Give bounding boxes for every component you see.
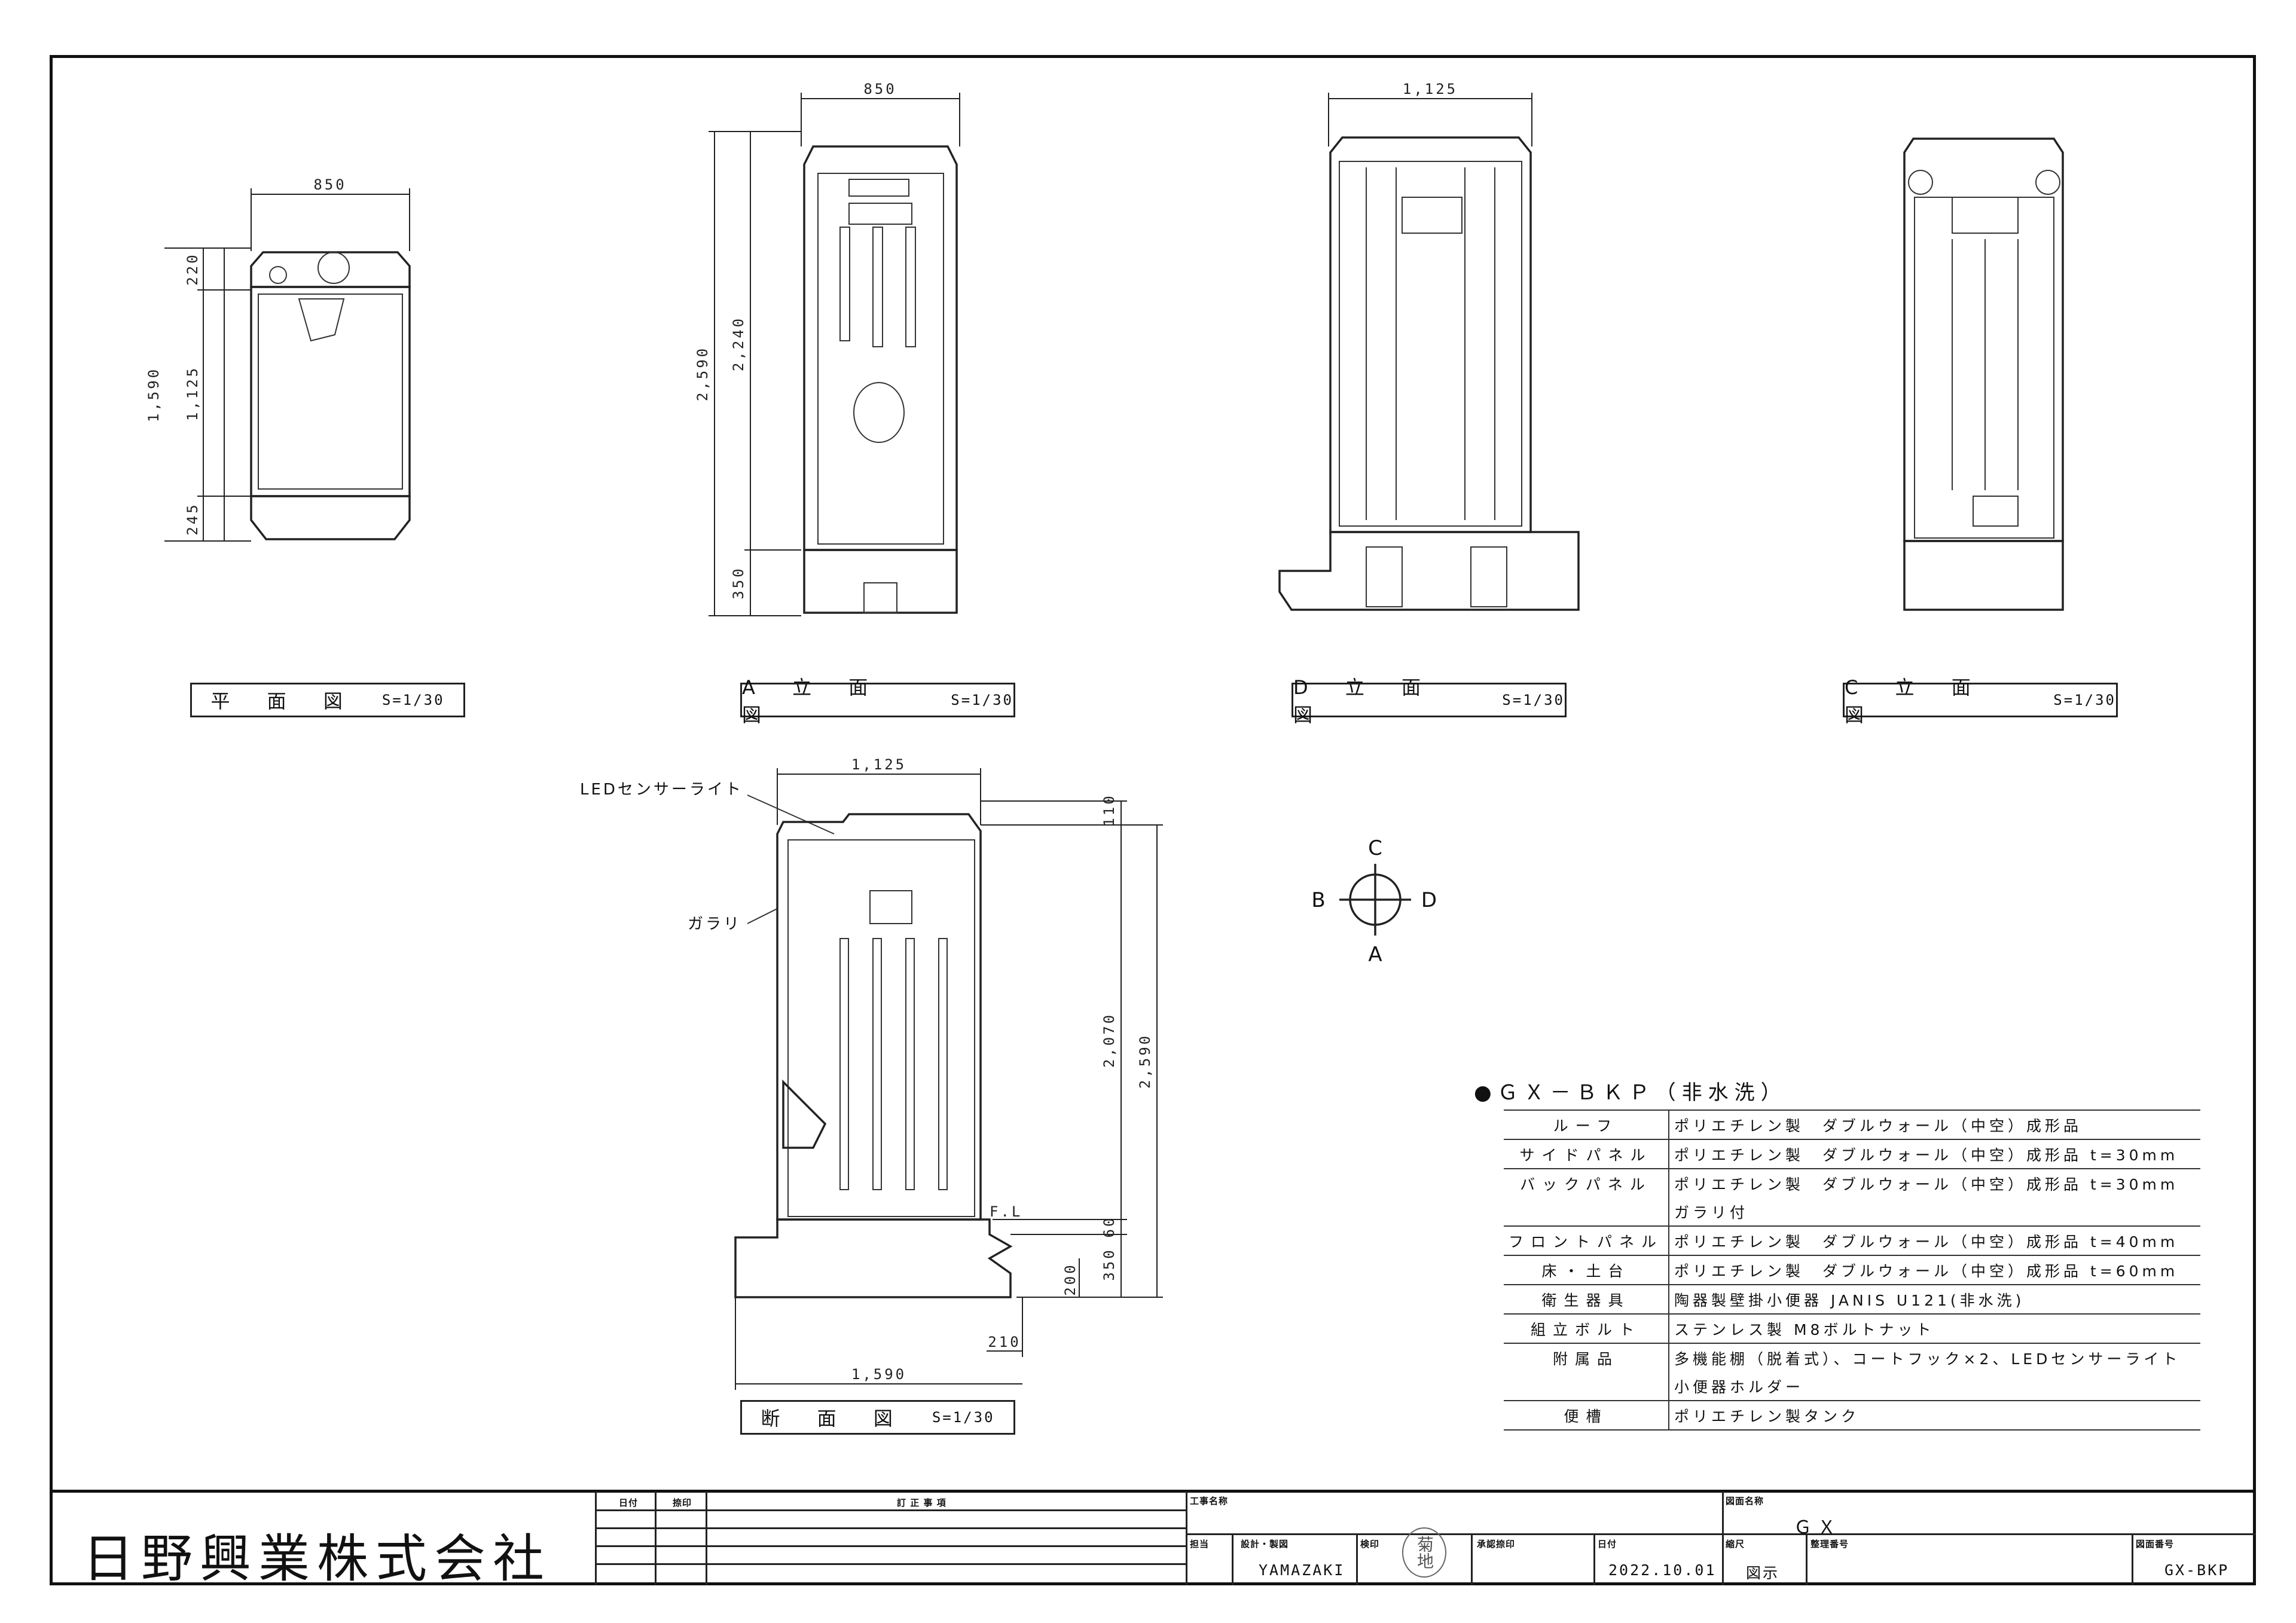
tb-project-caption: 工事名称 — [1190, 1496, 1229, 1506]
spec-row-back-panel: バックパネルポリエチレン製 ダブルウォール（中空）成形品 t=30mm — [1504, 1168, 2200, 1197]
approval-stamp: 菊地 — [1402, 1527, 1446, 1578]
section-view-label: 断 面 図 S=1/30 — [740, 1400, 1015, 1435]
a-elevation-view: 850 2,590 2,240 350 — [694, 81, 960, 616]
section-dim-2070: 2,070 — [1101, 1013, 1118, 1068]
tb-sign-caption: 捺印 — [673, 1497, 692, 1508]
spec-row-roof: ルーフポリエチレン製 ダブルウォール（中空）成形品 — [1504, 1109, 2200, 1140]
tb-revision-caption: 訂 正 事 項 — [897, 1497, 947, 1508]
tb-designer: YAMAZAKI — [1259, 1561, 1345, 1579]
spec-row-side-panel: サイドパネルポリエチレン製 ダブルウォール（中空）成形品 t=30mm — [1504, 1139, 2200, 1169]
a-dim-350: 350 — [730, 566, 747, 599]
section-label-name: 断 面 図 — [761, 1407, 908, 1430]
plan-dim-1125: 1,125 — [184, 366, 201, 421]
section-view: 1,125 110 2,070 2,590 60 350 200 210 1,5… — [734, 756, 1163, 1390]
fl-label: F.L — [990, 1203, 1022, 1220]
drawing-frame — [50, 55, 2256, 1585]
spec-row-floor: 床・土台ポリエチレン製 ダブルウォール（中空）成形品 t=60mm — [1504, 1255, 2200, 1285]
tb-date-value: 2022.10.01 — [1608, 1561, 1717, 1579]
spec-row-back-panel-cont: ガラリ付 — [1504, 1197, 2200, 1227]
section-width-dim: 1,125 — [851, 756, 906, 773]
section-dim-200: 200 — [1062, 1263, 1079, 1295]
compass-east: D — [1421, 888, 1437, 912]
company-name: 日野興業株式会社 — [83, 1529, 551, 1589]
d-label-name: D 立 面 図 — [1293, 676, 1436, 726]
d-elevation-label: D 立 面 図 S=1/30 — [1292, 676, 1567, 726]
c-label-scale: S=1/30 — [2053, 692, 2116, 708]
compass-south: A — [1368, 943, 1382, 967]
plan-view-label: 平 面 図 S=1/30 — [190, 683, 465, 717]
d-width-dim: 1,125 — [1403, 81, 1458, 97]
a-elevation-label: A 立 面 図 S=1/30 — [740, 676, 1015, 726]
tb-scale-caption: 縮尺 — [1726, 1539, 1745, 1549]
spec-row-bolt: 組立ボルトステンレス製 M8ボルトナット — [1504, 1313, 2200, 1344]
a-label-name: A 立 面 図 — [742, 676, 884, 726]
tb-check-caption: 検印 — [1360, 1539, 1380, 1549]
plan-label-scale: S=1/30 — [381, 692, 445, 708]
section-dim-110: 110 — [1101, 793, 1118, 826]
spec-row-sanitary: 衛生器具陶器製壁掛小便器 JANIS U121(非水洗) — [1504, 1284, 2200, 1315]
title-block: 日野興業株式会社 — [50, 1490, 2256, 1589]
section-dim-210: 210 — [988, 1334, 1021, 1350]
tb-design-caption: 設計・製図 — [1241, 1539, 1289, 1549]
plan-dim-1590: 1,590 — [145, 367, 162, 422]
tb-charge-caption: 担当 — [1190, 1539, 1210, 1549]
section-dim-350: 350 — [1101, 1248, 1118, 1280]
garari-note: ガラリ — [688, 915, 742, 933]
plan-dim-245: 245 — [184, 502, 201, 535]
tb-drawing-name: ＧＸ — [1794, 1517, 1842, 1538]
tb-approve-caption: 承認捺印 — [1477, 1539, 1516, 1549]
a-width-dim: 850 — [863, 81, 896, 97]
led-light-note: LEDセンサーライト — [580, 781, 743, 799]
compass-north: C — [1368, 836, 1382, 860]
orientation-compass: C A B D — [1311, 836, 1437, 967]
tb-drawing-caption: 図面名称 — [1726, 1496, 1764, 1506]
compass-west: B — [1311, 888, 1325, 912]
spec-row-accessories: 附属品多機能棚（脱着式）、コートフック×2、LEDセンサーライト — [1504, 1343, 2200, 1372]
tb-scale-value: 図示 — [1746, 1564, 1780, 1582]
a-dim-2240: 2,240 — [730, 316, 747, 371]
section-dim-60: 60 — [1101, 1216, 1118, 1238]
tb-date-caption: 日付 — [619, 1497, 639, 1508]
a-dim-2590: 2,590 — [694, 346, 711, 401]
spec-row-front-panel: フロントパネルポリエチレン製 ダブルウォール（中空）成形品 t=40mm — [1504, 1225, 2200, 1256]
spec-row-accessories-cont: 小便器ホルダー — [1504, 1372, 2200, 1401]
plan-width-dim: 850 — [313, 176, 346, 193]
tb-date-label: 日付 — [1598, 1539, 1617, 1549]
section-dim-1590: 1,590 — [851, 1366, 906, 1383]
c-elevation-view — [1903, 137, 2064, 611]
tb-number-value: GX-BKP — [2164, 1561, 2230, 1579]
section-dim-2590: 2,590 — [1137, 1034, 1153, 1089]
c-elevation-label: C 立 面 図 S=1/30 — [1843, 676, 2118, 726]
a-label-scale: S=1/30 — [951, 692, 1013, 708]
spec-table: ルーフポリエチレン製 ダブルウォール（中空）成形品 サイドパネルポリエチレン製 … — [1504, 1109, 2200, 1431]
d-elevation-view: 1,125 — [1278, 81, 1580, 611]
c-label-name: C 立 面 図 — [1845, 676, 1986, 726]
spec-row-tank: 便槽ポリエチレン製タンク — [1504, 1400, 2200, 1431]
tb-number-caption: 図面番号 — [2136, 1539, 2175, 1549]
plan-dim-220: 220 — [184, 252, 201, 285]
spec-title: ●ＧＸ－ＢＫＰ（非水洗） — [1474, 1081, 1787, 1105]
plan-label-name: 平 面 図 — [210, 690, 358, 713]
plan-view: 850 220 1,125 245 1,590 — [145, 176, 411, 542]
d-label-scale: S=1/30 — [1502, 692, 1565, 708]
tb-ref-caption: 整理番号 — [1810, 1539, 1849, 1549]
section-label-scale: S=1/30 — [932, 1409, 995, 1426]
